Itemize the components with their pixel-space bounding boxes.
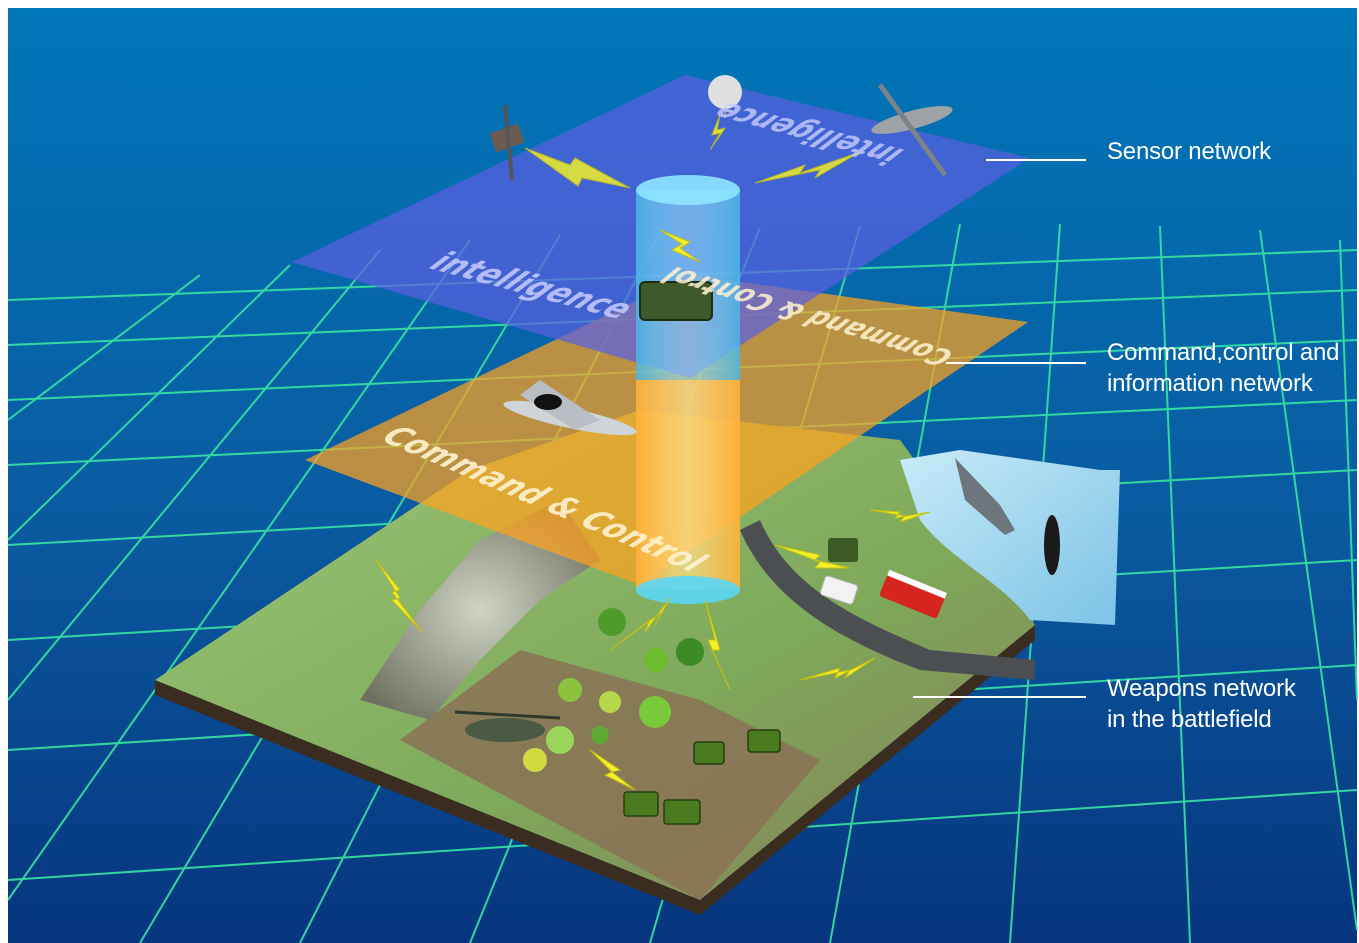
helicopter bbox=[454, 710, 561, 742]
terrain-side bbox=[155, 625, 1035, 915]
warship bbox=[955, 458, 1015, 535]
awacs-plane bbox=[503, 380, 637, 436]
cylinder-lower bbox=[636, 380, 740, 590]
weapons-network-text-line2: in the battlefield bbox=[1107, 706, 1272, 733]
weapons-network-label: Weapons network in the battlefield bbox=[1107, 673, 1296, 735]
cylinder-base bbox=[636, 576, 740, 604]
cylinder-top bbox=[636, 175, 740, 205]
radar-balloon bbox=[708, 75, 742, 118]
armored-vehicle bbox=[639, 281, 713, 321]
submarine bbox=[1044, 515, 1060, 575]
command-network-label: Command,control and information network bbox=[1107, 337, 1340, 399]
terrain-top bbox=[155, 410, 1035, 900]
sensor-network-text: Sensor network bbox=[1107, 138, 1271, 165]
satellite bbox=[489, 104, 525, 181]
fire-truck bbox=[879, 569, 947, 619]
rocky-ridge bbox=[360, 500, 600, 720]
command-network-text-line2: information network bbox=[1107, 370, 1313, 397]
water bbox=[900, 450, 1120, 625]
sensor-network-label: Sensor network bbox=[1107, 136, 1271, 167]
ambulance bbox=[820, 575, 858, 605]
command-network-text-line1: Command,control and bbox=[1107, 339, 1340, 366]
supply-truck bbox=[828, 538, 858, 562]
link-bolts bbox=[375, 114, 931, 791]
forest bbox=[523, 608, 704, 772]
weapons-network-text-line1: Weapons network bbox=[1107, 675, 1296, 702]
tank-group bbox=[623, 729, 781, 825]
uav-drone bbox=[871, 83, 953, 177]
road bbox=[740, 520, 1035, 680]
